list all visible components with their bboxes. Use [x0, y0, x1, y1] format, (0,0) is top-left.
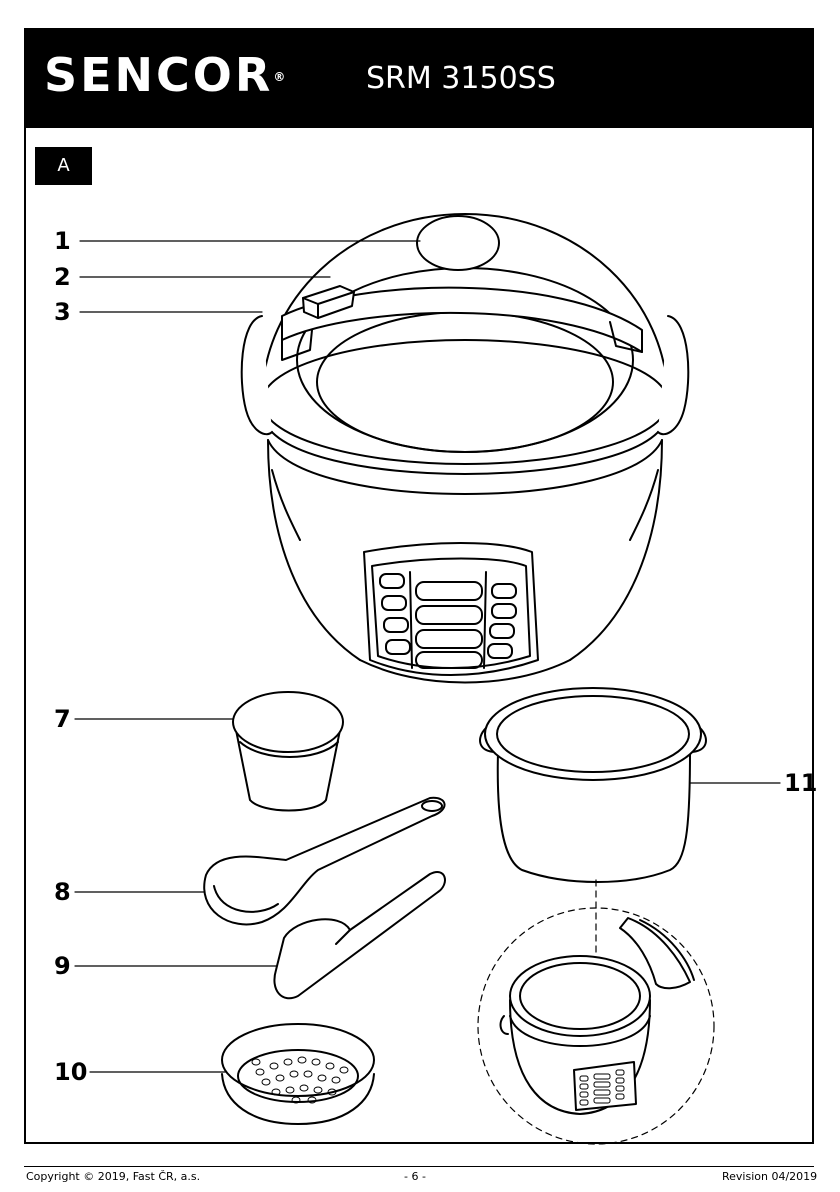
footer-rule — [24, 1166, 814, 1167]
callout-1: 1 — [54, 229, 71, 253]
footer-page-number: - 6 - — [404, 1170, 426, 1184]
measuring-cup — [233, 692, 343, 811]
callout-7: 7 — [54, 707, 71, 731]
inner-pot — [480, 688, 706, 882]
callout-9: 9 — [54, 954, 71, 978]
detail-view — [478, 880, 714, 1144]
callout-10: 10 — [54, 1060, 87, 1084]
callout-3: 3 — [54, 300, 71, 324]
steaming-basket — [222, 1024, 374, 1124]
callout-2: 2 — [54, 265, 71, 289]
rice-cooker-body — [242, 214, 689, 683]
footer-revision: Revision 04/2019 — [722, 1170, 817, 1184]
callout-8: 8 — [54, 880, 71, 904]
callout-11: 11 — [784, 771, 817, 795]
footer-copyright: Copyright © 2019, Fast ČR, a.s. — [26, 1170, 200, 1184]
